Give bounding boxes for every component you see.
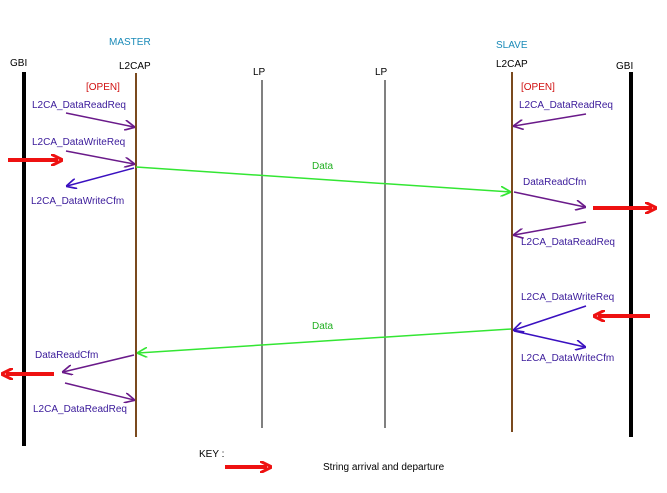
arrow-slave-read-req-2 — [514, 221, 587, 235]
master-header: MASTER — [109, 37, 151, 48]
label-slave-read-req-2: L2CA_DataReadReq — [521, 237, 615, 248]
arrow-master-write-cfm — [67, 167, 135, 186]
label-master-read-req-1: L2CA_DataReadReq — [32, 100, 126, 111]
arrow-data-back — [138, 328, 512, 353]
label-slave-read-req-1: L2CA_DataReadReq — [519, 100, 613, 111]
lane-label-lp-left: LP — [253, 67, 266, 78]
master-state-open: [OPEN] — [86, 82, 120, 93]
arrow-master-write-req — [65, 150, 134, 164]
lane-label-gbi-left: GBI — [10, 58, 27, 69]
arrow-slave-write-req — [514, 305, 587, 330]
label-master-read-req-2: L2CA_DataReadReq — [33, 404, 127, 415]
label-slave-write-req: L2CA_DataWriteReq — [521, 292, 614, 303]
label-master-read-cfm: DataReadCfm — [35, 350, 98, 361]
label-slave-write-cfm: L2CA_DataWriteCfm — [521, 353, 614, 364]
lane-label-lp-right: LP — [375, 67, 388, 78]
key-description: String arrival and departure — [323, 462, 445, 473]
slave-header: SLAVE — [496, 40, 528, 51]
arrow-master-read-req-2 — [64, 382, 134, 400]
arrow-data-forward — [135, 166, 510, 192]
arrow-slave-write-cfm — [513, 330, 585, 347]
arrow-slave-read-cfm — [513, 191, 585, 207]
lane-label-l2cap-slave: L2CAP — [496, 59, 528, 70]
slave-state-open: [OPEN] — [521, 82, 555, 93]
arrow-master-read-cfm — [63, 354, 135, 372]
label-data-back: Data — [312, 321, 334, 332]
label-slave-read-cfm: DataReadCfm — [523, 177, 586, 188]
arrow-master-read-req-1 — [65, 112, 134, 127]
label-master-write-req: L2CA_DataWriteReq — [32, 137, 125, 148]
lane-label-gbi-right: GBI — [616, 61, 633, 72]
key-title: KEY : — [199, 449, 224, 460]
label-master-write-cfm: L2CA_DataWriteCfm — [31, 196, 124, 207]
label-data-forward: Data — [312, 161, 334, 172]
arrow-slave-read-req-1 — [514, 113, 587, 126]
lane-label-l2cap-master: L2CAP — [119, 61, 151, 72]
